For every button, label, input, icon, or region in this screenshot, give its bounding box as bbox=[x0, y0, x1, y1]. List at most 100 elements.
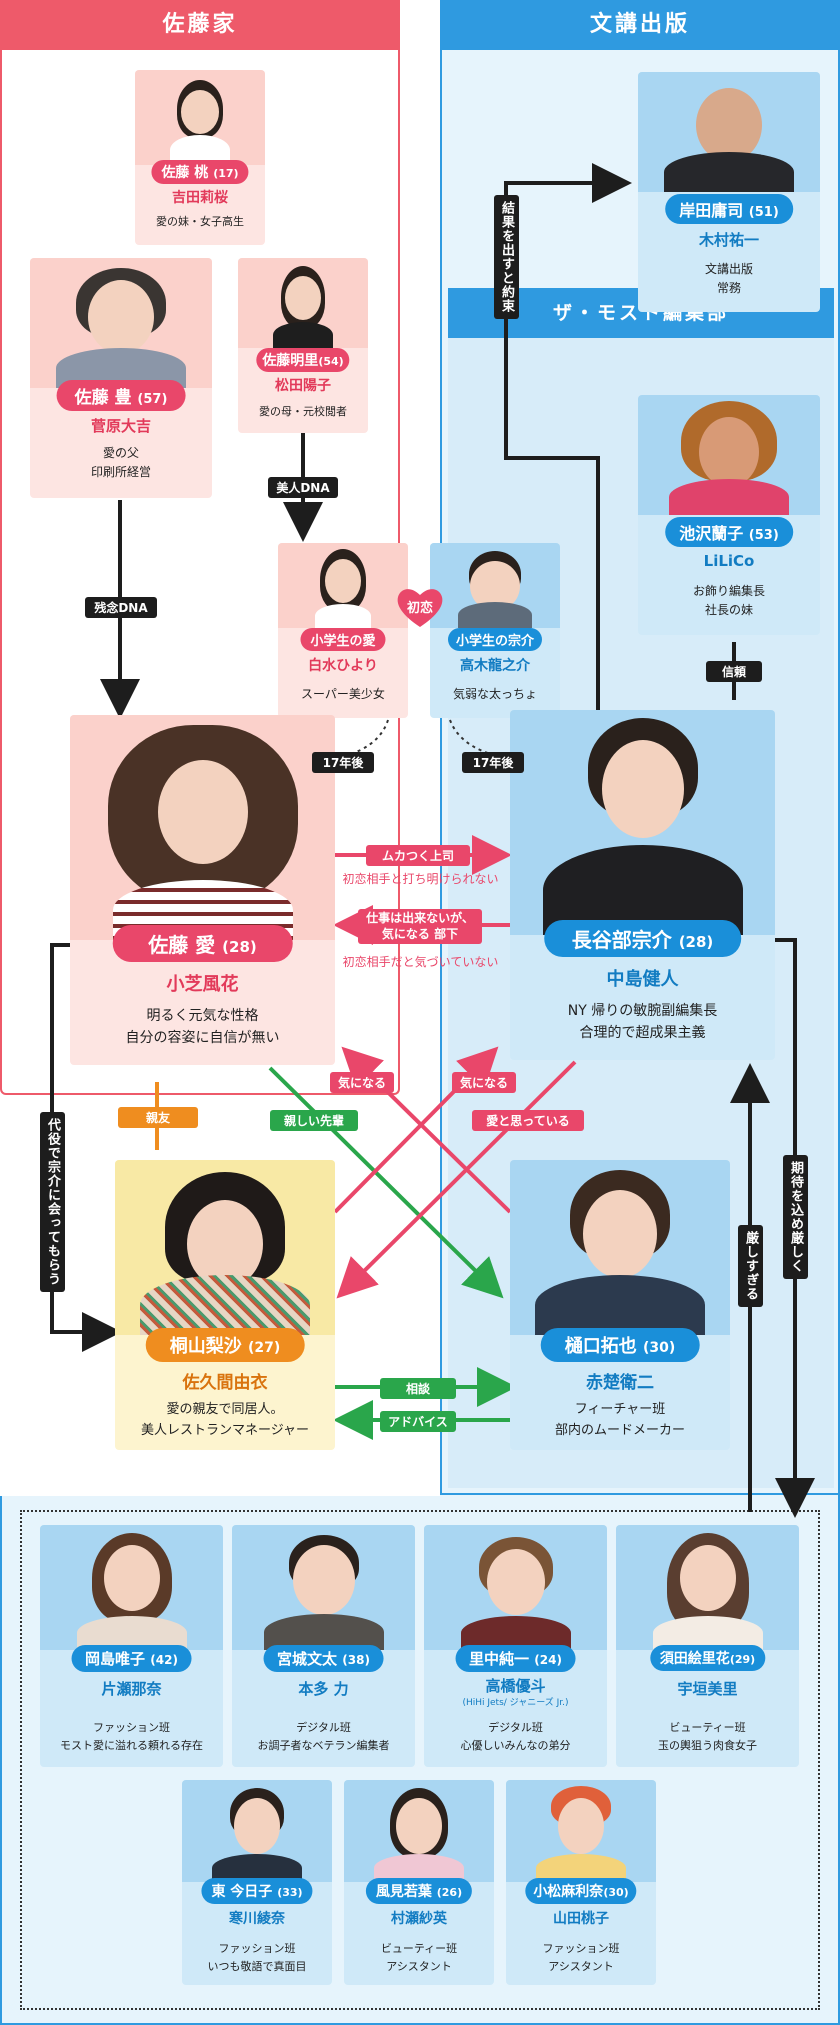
label-zannen-dna: 残念DNA bbox=[85, 597, 157, 618]
portrait-kyoko bbox=[182, 1780, 332, 1882]
desc-kishida-1: 文講出版 bbox=[704, 262, 753, 276]
desc-kyoko-1: ファッション班 bbox=[218, 1942, 296, 1955]
desc-erika-2: 玉の輿狙う肉食女子 bbox=[658, 1738, 757, 1752]
desc-ai: 明るく元気な性格 自分の容姿に自信が無い bbox=[70, 1005, 335, 1050]
desc-marina-1: ファッション班 bbox=[542, 1942, 620, 1955]
ensemble-dotted-box bbox=[20, 1510, 820, 2010]
note-mukatsuku: 初恋相手と打ち明けられない bbox=[342, 872, 499, 886]
card-junichi: 里中純一 (24) 高橋優斗 (HiHi Jets/ ジャニーズ Jr.) デジ… bbox=[424, 1525, 607, 1767]
desc-young-sosuke: 気弱な太っちょ bbox=[452, 687, 537, 701]
sato-family-title: 佐藤家 bbox=[162, 12, 238, 37]
card-momo: 佐藤 桃 (17) 吉田莉桜 愛の妹・女子高生 bbox=[135, 70, 265, 245]
nameplate-takuya: 樋口拓也 (30) bbox=[540, 1328, 700, 1362]
label-soudan: 相談 bbox=[380, 1378, 456, 1399]
portrait-young-sosuke bbox=[430, 543, 560, 628]
age-kyoko: (33) bbox=[277, 1886, 303, 1899]
label-shigoto: 仕事は出来ないが、 気になる 部下 bbox=[358, 909, 482, 945]
desc-junichi-1: デジタル班 bbox=[488, 1721, 543, 1734]
label-bijin-dna: 美人DNA bbox=[268, 477, 338, 498]
actor-yutaka: 菅原大吉 bbox=[90, 417, 151, 435]
desc-bunta-2: お調子者なベテラン編集者 bbox=[257, 1738, 390, 1752]
card-sosuke: 長谷部宗介 (28) 中島健人 NY 帰りの敏腕副編集長 合理的で超成果主義 bbox=[510, 710, 775, 1060]
desc-risa-1: 愛の親友で同居人。 bbox=[166, 1402, 284, 1417]
actor-wakaba: 村瀬紗英 bbox=[391, 1911, 447, 1927]
desc-yutaka: 愛の父 印刷所経営 bbox=[30, 444, 212, 482]
age-akari: (54) bbox=[318, 355, 344, 368]
age-erika: (29) bbox=[729, 1653, 756, 1666]
actor-risa: 佐久間由衣 bbox=[182, 1373, 268, 1393]
age-momo: (17) bbox=[213, 167, 239, 180]
card-erika: 須田絵里花(29) 宇垣美里 ビューティー班 玉の輿狙う肉食女子 bbox=[616, 1525, 799, 1767]
desc-akari: 愛の母・元校閲者 bbox=[259, 405, 347, 418]
nameplate-bunta: 宮城文太 (38) bbox=[263, 1645, 384, 1672]
card-wakaba: 風見若葉 (26) 村瀬紗英 ビューティー班 アシスタント bbox=[344, 1780, 494, 1985]
desc-ai-1: 明るく元気な性格 bbox=[146, 1008, 259, 1024]
desc-momo: 愛の妹・女子高生 bbox=[156, 215, 244, 228]
desc-junichi: デジタル班 心優しいみんなの弟分 bbox=[424, 1719, 607, 1754]
desc-erika: ビューティー班 玉の輿狙う肉食女子 bbox=[616, 1719, 799, 1754]
nameplate-yuiko: 岡島唯子 (42) bbox=[71, 1645, 192, 1672]
portrait-akari bbox=[238, 258, 368, 348]
portrait-young-ai bbox=[278, 543, 408, 628]
hatsukoi-label: 初恋 bbox=[406, 601, 433, 616]
label-daiyaku: 代役で宗介に会ってもらう bbox=[40, 1112, 65, 1292]
age-ai: (28) bbox=[222, 938, 257, 956]
label-shitashii: 親しい先輩 bbox=[270, 1110, 358, 1131]
portrait-kishida bbox=[638, 72, 820, 192]
nameplate-sosuke: 長谷部宗介 (28) bbox=[543, 920, 742, 957]
age-marina: (30) bbox=[603, 1886, 629, 1899]
desc-erika-1: ビューティー班 bbox=[669, 1721, 746, 1734]
actor-erika: 宇垣美里 bbox=[677, 1680, 738, 1698]
portrait-risa bbox=[115, 1160, 335, 1335]
label-shinyu: 親友 bbox=[118, 1107, 198, 1128]
portrait-ranko bbox=[638, 395, 820, 515]
card-ai: 佐藤 愛 (28) 小芝風花 明るく元気な性格 自分の容姿に自信が無い bbox=[70, 715, 335, 1065]
desc-takuya-1: フィーチャー班 bbox=[574, 1402, 666, 1417]
desc-kishida-2: 常務 bbox=[716, 281, 741, 296]
desc-junichi-2: 心優しいみんなの弟分 bbox=[460, 1738, 571, 1752]
nameplate-young-sosuke: 小学生の宗介 bbox=[447, 628, 543, 651]
portrait-ai bbox=[70, 715, 335, 940]
actor-takuya: 赤楚衛二 bbox=[586, 1373, 654, 1393]
actor-note-junichi: (HiHi Jets/ ジャニーズ Jr.) bbox=[462, 1698, 569, 1708]
card-young-ai: 小学生の愛 白水ひより スーパー美少女 bbox=[278, 543, 408, 718]
hatsukoi-heart-icon: 初恋 bbox=[394, 585, 446, 629]
card-bunta: 宮城文太 (38) 本多 力 デジタル班 お調子者なベテラン編集者 bbox=[232, 1525, 415, 1767]
name-marina: 小松麻利奈 bbox=[533, 1884, 604, 1900]
card-yuiko: 岡島唯子 (42) 片瀬那奈 ファッション班 モスト愛に溢れる頼れる存在 bbox=[40, 1525, 223, 1767]
name-erika: 須田絵里花 bbox=[659, 1651, 730, 1667]
actor-young-sosuke: 高木龍之介 bbox=[460, 658, 530, 674]
nameplate-ai: 佐藤 愛 (28) bbox=[112, 925, 293, 962]
age-kishida: (51) bbox=[748, 205, 779, 220]
portrait-junichi bbox=[424, 1525, 607, 1650]
desc-marina-2: アシスタント bbox=[548, 1959, 614, 1973]
name-akari: 佐藤明里 bbox=[262, 353, 319, 369]
portrait-yutaka bbox=[30, 258, 212, 388]
portrait-marina bbox=[506, 1780, 656, 1882]
desc-kishida: 文講出版 常務 bbox=[638, 260, 820, 298]
desc-ai-2: 自分の容姿に自信が無い bbox=[125, 1030, 280, 1047]
card-kyoko: 東 今日子 (33) 寒川綾奈 ファッション班 いつも敬語で真面目 bbox=[182, 1780, 332, 1985]
desc-yuiko-2: モスト愛に溢れる頼れる存在 bbox=[60, 1738, 203, 1752]
name-junichi: 里中純一 bbox=[469, 1650, 530, 1668]
age-junichi: (24) bbox=[534, 1653, 562, 1667]
nameplate-momo: 佐藤 桃 (17) bbox=[151, 160, 249, 184]
nameplate-akari: 佐藤明里(54) bbox=[256, 348, 350, 372]
actor-bunta: 本多 力 bbox=[298, 1680, 349, 1698]
desc-yutaka-2: 印刷所経営 bbox=[90, 465, 151, 480]
desc-risa: 愛の親友で同居人。 美人レストランマネージャー bbox=[115, 1400, 335, 1442]
name-momo: 佐藤 桃 bbox=[161, 165, 209, 181]
nameplate-kishida: 岸田庸司 (51) bbox=[665, 194, 793, 224]
actor-ranko: LiLiCo bbox=[703, 552, 755, 570]
label-result-promise: 結果を出すと約束 bbox=[494, 195, 519, 319]
age-ranko: (53) bbox=[748, 528, 779, 543]
sato-family-header: 佐藤家 bbox=[0, 0, 400, 50]
actor-yuiko: 片瀬那奈 bbox=[101, 1680, 162, 1698]
nameplate-risa: 桐山梨沙 (27) bbox=[145, 1328, 305, 1362]
actor-kyoko: 寒川綾奈 bbox=[229, 1911, 285, 1927]
age-yuiko: (42) bbox=[150, 1653, 178, 1667]
desc-sosuke-2: 合理的で超成果主義 bbox=[579, 1025, 706, 1042]
age-risa: (27) bbox=[248, 1340, 281, 1356]
desc-takuya-2: 部内のムードメーカー bbox=[554, 1422, 685, 1438]
label-shigoto-2: 気になる 部下 bbox=[381, 926, 459, 941]
